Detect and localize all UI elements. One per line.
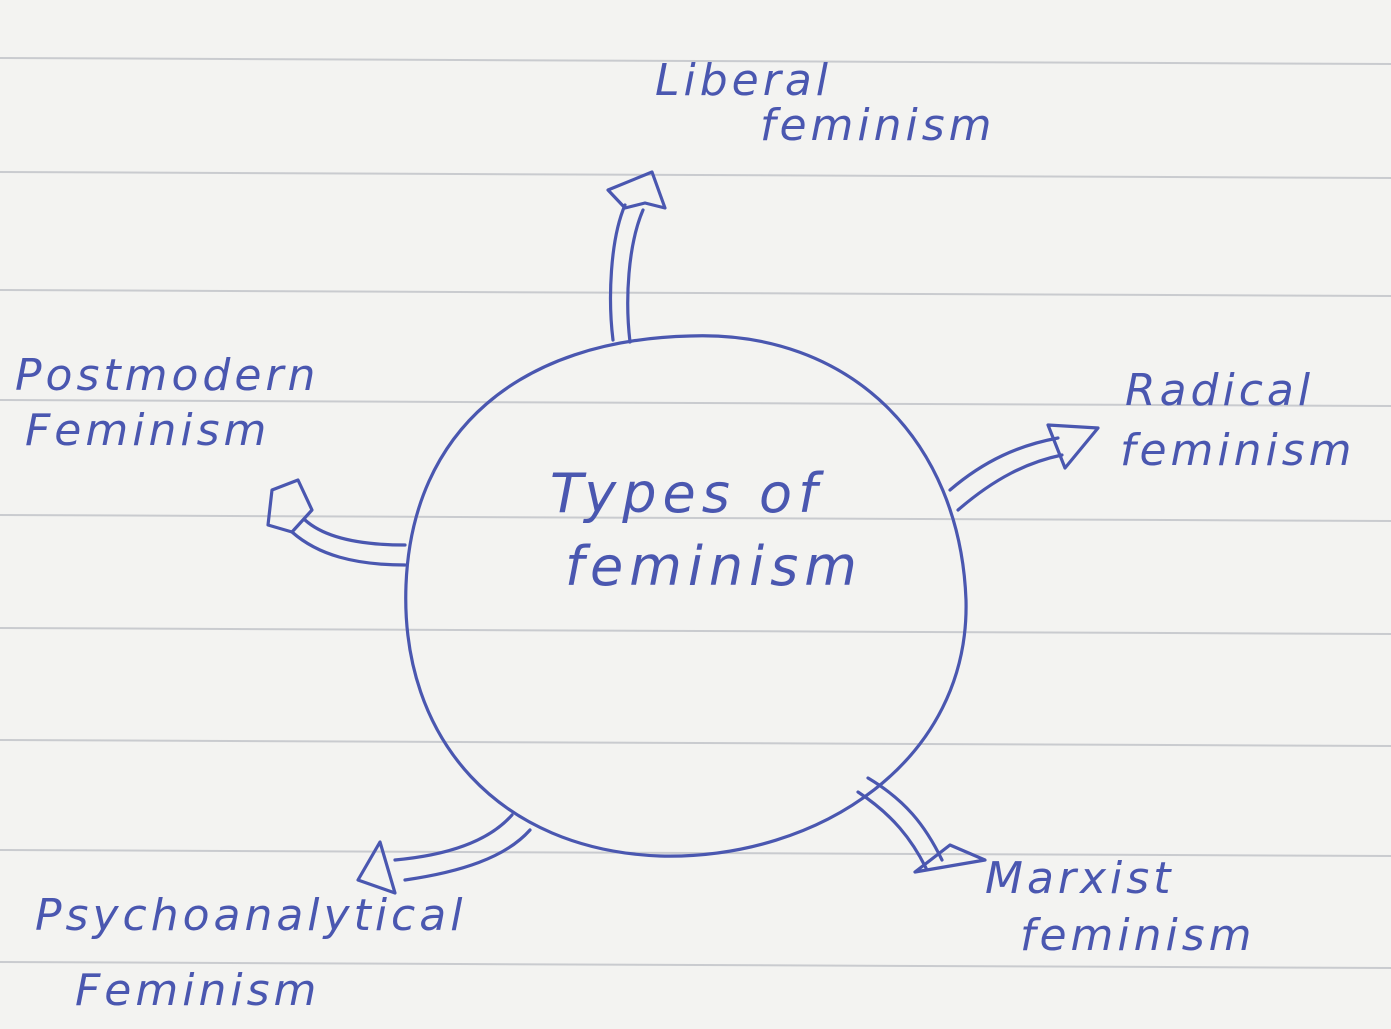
liberal-label-line1: Liberal — [655, 55, 832, 106]
marxist-label-line2: feminism — [1020, 910, 1256, 961]
arrow-marxist — [856, 776, 987, 874]
arrow-postmodern — [266, 478, 407, 567]
center-label-line1: Types of — [550, 462, 824, 525]
liberal-label-line2: feminism — [760, 100, 996, 151]
center-label-line2: feminism — [565, 535, 863, 598]
postmodern-label-line1: Postmodern — [15, 350, 319, 401]
arrow-liberal — [606, 170, 667, 344]
psychoanalytical-label-line1: Psychoanalytical — [35, 890, 466, 941]
postmodern-label-line2: Feminism — [25, 405, 270, 456]
psychoanalytical-label-line2: Feminism — [75, 965, 320, 1016]
arrow-psychoanalytical — [356, 813, 532, 895]
marxist-label-line1: Marxist — [985, 853, 1174, 904]
radical-label-line2: feminism — [1120, 425, 1356, 476]
arrow-radical — [948, 423, 1100, 512]
center-circle — [404, 334, 968, 858]
radical-label-line1: Radical — [1125, 365, 1314, 416]
ruled-lines — [0, 57, 1391, 969]
